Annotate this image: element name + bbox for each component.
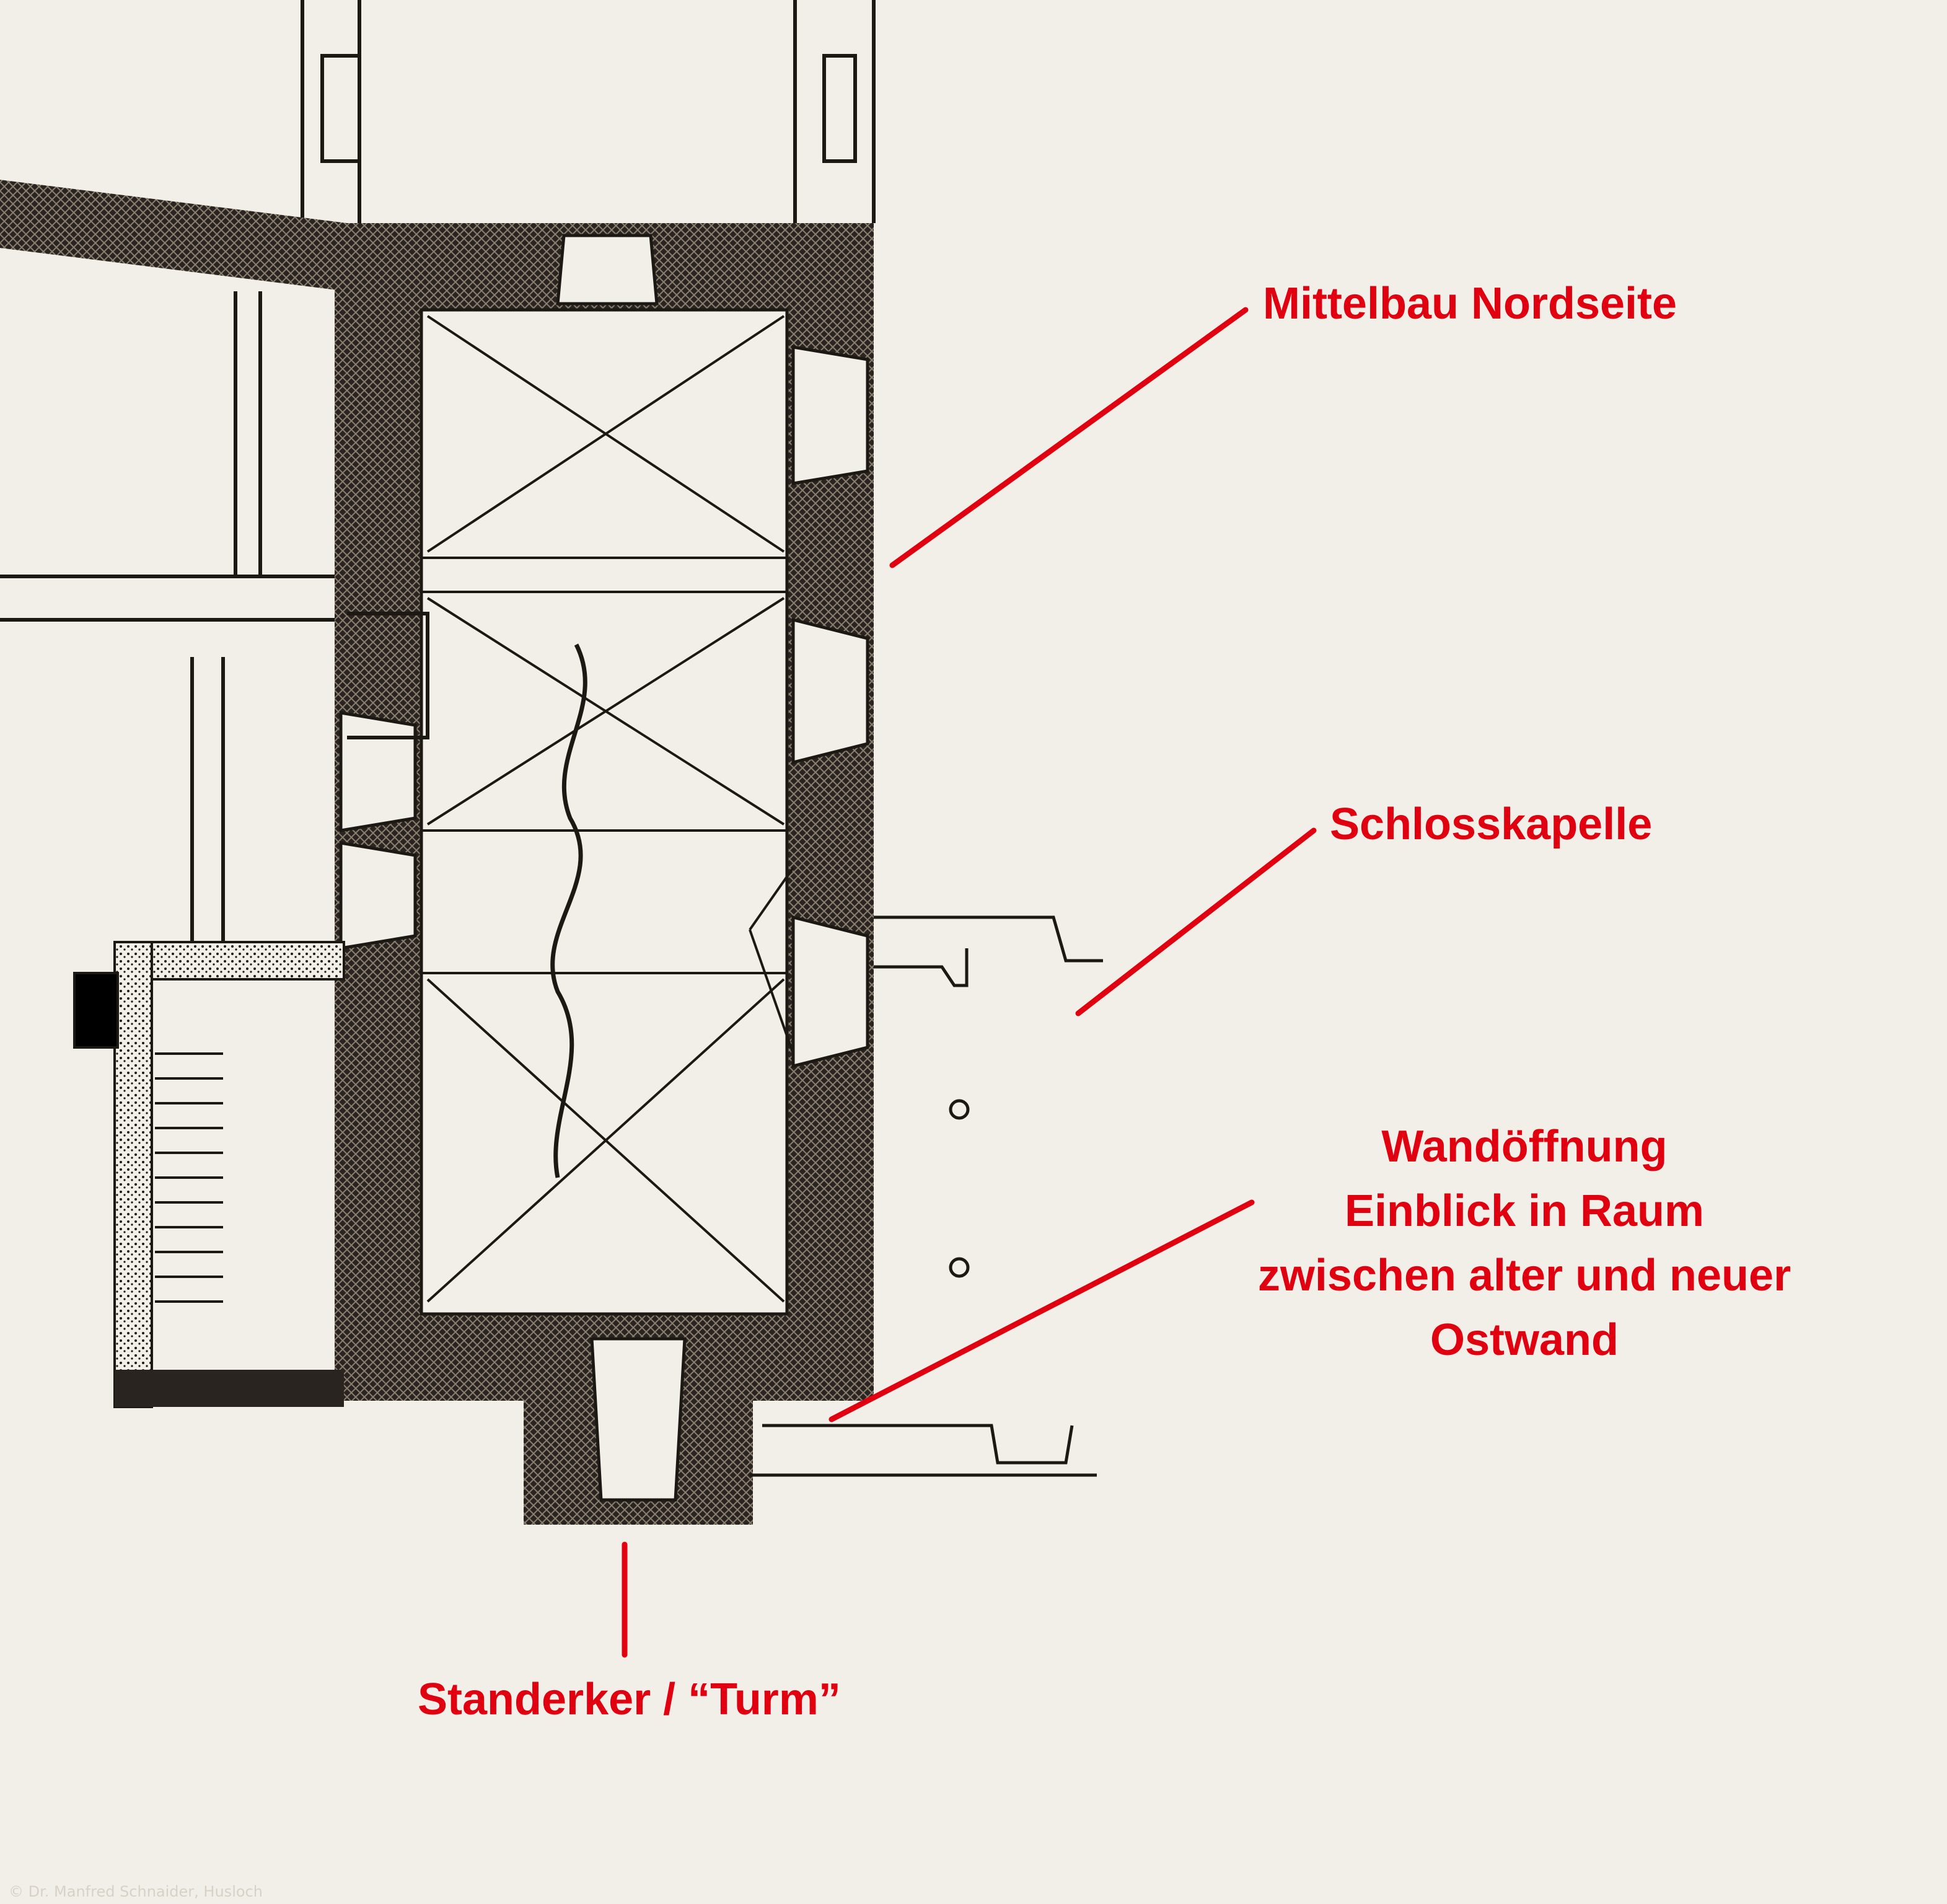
pointer-line-mittelbau [889,307,1249,568]
east-markers [949,1099,970,1278]
left-rooms [0,291,429,942]
handwritten-inscription [550,643,587,1178]
photo-credit: © Dr. Manfred Schnaider, Husloch [9,1883,263,1900]
east-stubs [750,915,1103,1477]
label-wandoeffnung-line3: zwischen alter und neuer [1257,1251,1791,1300]
upper-wing-walls [301,0,876,223]
pointer-line-kapelle [1075,827,1317,1016]
chapel-interior [420,308,789,1316]
label-standerker-turm: Standerker / “Turm” [418,1675,841,1724]
label-wandoeffnung-line2: Einblick in Raum [1344,1186,1705,1236]
label-wandoeffnung-line1: Wandöffnung [1381,1122,1668,1171]
wall-openings [339,234,869,1502]
north-wall-left [0,180,347,291]
vault-ribs [421,315,794,1303]
label-wandoeffnung: Wandöffnung Einblick in Raum zwischen al… [1215,1114,1834,1372]
label-wandoeffnung-line4: Ostwand [1430,1315,1619,1365]
label-mittelbau-nordseite: Mittelbau Nordseite [1263,279,1677,328]
pointer-line-wandoeffnung [828,1199,1255,1422]
label-schlosskapelle: Schlosskapelle [1330,800,1653,849]
stair-room [73,941,345,1408]
